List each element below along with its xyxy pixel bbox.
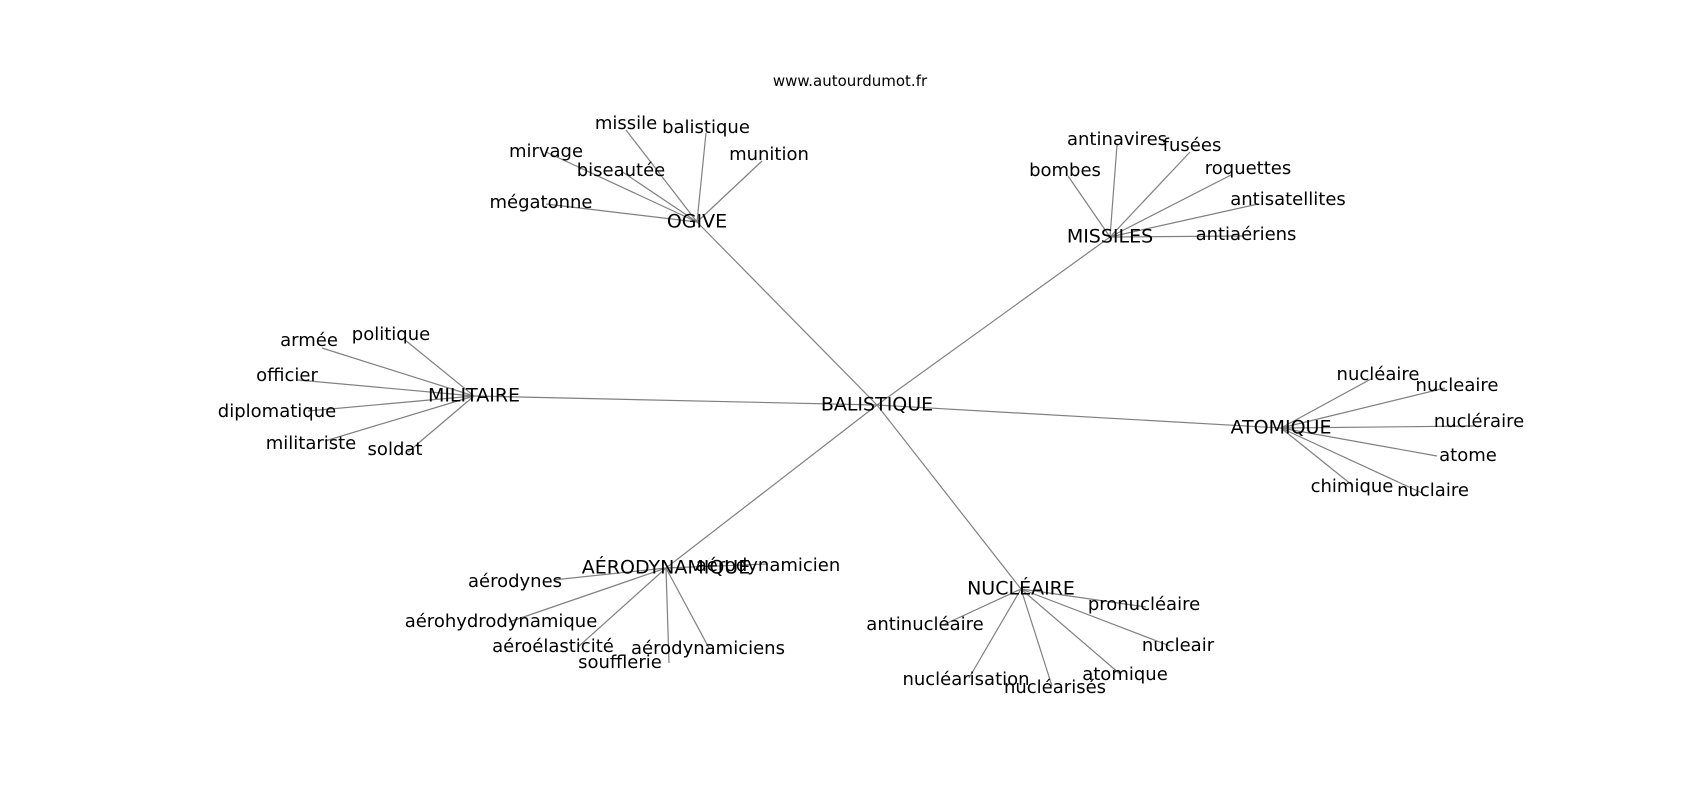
hub-node-missiles: MISSILES xyxy=(1067,226,1153,248)
leaf-node: aérohydrodynamique xyxy=(405,611,598,632)
edge-atomique-leaf xyxy=(1280,387,1446,429)
leaf-node: balistique xyxy=(662,117,750,138)
leaf-node: antisatellites xyxy=(1230,189,1346,210)
edge-missiles-leaf xyxy=(1109,174,1232,238)
leaf-node: aérodynamicien xyxy=(696,555,841,576)
edge-militaire-leaf xyxy=(307,395,475,412)
edge-missiles-leaf xyxy=(1109,235,1245,238)
edge-aerodynamique-leaf xyxy=(665,567,710,649)
leaf-node: biseautée xyxy=(577,160,666,181)
edge-militaire-leaf xyxy=(321,347,475,397)
edge-nucleaire-leaf xyxy=(1020,588,1171,647)
edge-missiles-leaf xyxy=(1109,144,1118,238)
leaf-node: diplomatique xyxy=(218,401,336,422)
leaf-node: officier xyxy=(256,365,318,386)
leaf-node: roquettes xyxy=(1205,158,1292,179)
leaf-node: antinucléaire xyxy=(866,614,983,635)
edge-militaire-leaf xyxy=(297,379,475,397)
edge-aerodynamique-leaf xyxy=(508,567,667,623)
leaf-node: chimique xyxy=(1311,476,1394,497)
leaf-node: mirvage xyxy=(509,141,583,162)
leaf-node: armée xyxy=(280,330,338,351)
edge-militaire-leaf xyxy=(404,339,475,397)
edge-ogive-leaf xyxy=(545,203,698,223)
leaf-node: nucleair xyxy=(1142,635,1215,656)
leaf-node: soldat xyxy=(368,439,423,460)
hub-node-ogive: OGIVE xyxy=(667,211,727,233)
leaf-node: atomique xyxy=(1082,664,1168,685)
edge-center-militaire xyxy=(473,395,878,406)
leaf-node: munition xyxy=(729,144,809,165)
edge-ogive-leaf xyxy=(625,129,698,223)
hub-node-aerodynamique: AÉRODYNAMIQUE xyxy=(582,556,750,579)
edge-ogive-leaf xyxy=(620,170,698,223)
graph-edges xyxy=(297,129,1475,687)
edge-nucleaire-leaf xyxy=(1020,588,1053,687)
edge-center-atomique xyxy=(876,404,1282,429)
edge-center-missiles xyxy=(876,236,1111,406)
leaf-node: missile xyxy=(595,113,657,134)
edge-militaire-leaf xyxy=(407,395,475,453)
edge-ogive-leaf xyxy=(696,160,763,223)
edge-center-ogive xyxy=(696,221,878,406)
leaf-node: nucleaire xyxy=(1416,375,1499,396)
leaf-node: aérodynamiciens xyxy=(631,638,785,659)
edge-center-aerodynamique xyxy=(665,404,878,569)
leaf-node: bombes xyxy=(1029,160,1101,181)
leaf-node: atome xyxy=(1439,445,1497,466)
leaf-node: politique xyxy=(352,324,430,345)
edge-aerodynamique-leaf xyxy=(552,567,667,581)
edge-nucleaire-leaf xyxy=(1020,588,1121,675)
leaf-node: pronucléaire xyxy=(1088,594,1200,615)
hub-node-militaire: MILITAIRE xyxy=(428,385,520,407)
edge-atomique-leaf xyxy=(1280,427,1423,494)
edge-atomique-leaf xyxy=(1280,427,1438,457)
edge-aerodynamique-leaf xyxy=(665,563,769,569)
leaf-node: nuclaire xyxy=(1397,480,1469,501)
edge-center-nucleaire xyxy=(876,404,1022,590)
hub-node-nucleaire: NUCLÉAIRE xyxy=(967,577,1075,600)
edge-ogive-leaf xyxy=(545,151,698,223)
edge-atomique-leaf xyxy=(1280,427,1353,486)
leaf-node: nucléarisés xyxy=(1004,677,1106,698)
edge-aerodynamique-leaf xyxy=(577,567,667,648)
leaf-node: soufflerie xyxy=(578,652,662,673)
leaf-node: antiaériens xyxy=(1196,224,1297,245)
edge-missiles-leaf xyxy=(1067,175,1111,238)
leaf-node: aéroélasticité xyxy=(492,636,614,657)
leaf-node: mégatonne xyxy=(489,192,592,213)
edge-militaire-leaf xyxy=(324,395,475,442)
leaf-node: nucléarisation xyxy=(902,669,1029,690)
edge-nucleaire-leaf xyxy=(1020,588,1147,608)
edge-atomique-leaf xyxy=(1280,425,1475,429)
leaf-node: aérodynes xyxy=(468,571,562,592)
leaf-node: nucléraire xyxy=(1434,411,1524,432)
edge-ogive-leaf xyxy=(696,132,707,223)
leaf-node: antinavires xyxy=(1067,129,1167,150)
edge-nucleaire-leaf xyxy=(968,588,1022,679)
center-node-label: BALISTIQUE xyxy=(821,394,933,416)
leaf-node: nucléaire xyxy=(1337,364,1420,385)
hub-node-atomique: ATOMIQUE xyxy=(1231,417,1332,439)
edge-missiles-leaf xyxy=(1109,203,1259,238)
edge-nucleaire-leaf xyxy=(942,588,1022,626)
leaf-node: militariste xyxy=(266,433,357,454)
edge-atomique-leaf xyxy=(1280,378,1372,429)
source-watermark: www.autourdumot.fr xyxy=(772,72,928,90)
edge-missiles-leaf xyxy=(1109,151,1191,238)
edge-aerodynamique-leaf xyxy=(665,567,670,664)
leaf-node: fusées xyxy=(1163,135,1222,156)
